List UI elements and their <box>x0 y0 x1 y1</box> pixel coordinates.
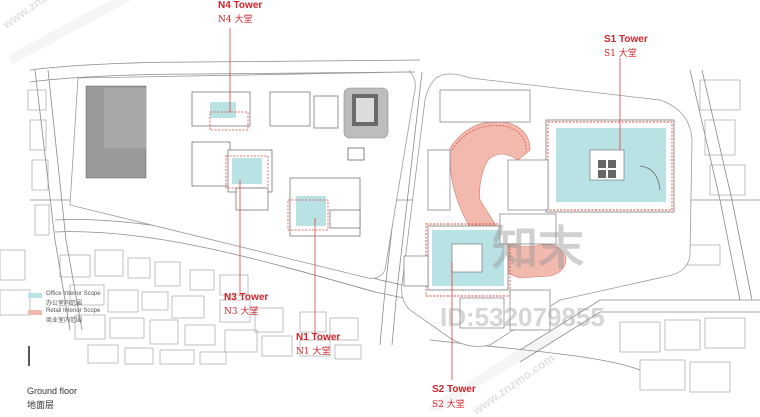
leader-lines <box>229 28 621 380</box>
s1-tower-label: S1 Tower <box>604 34 648 45</box>
s1-tower-sublabel: S1 大堂 <box>604 49 637 59</box>
watermark-logo: 知末 <box>492 222 584 274</box>
n3-building <box>191 141 273 211</box>
n4-tower-label: N4 Tower <box>218 0 263 11</box>
city-blocks-northwest <box>0 89 50 316</box>
watermark-diagonals <box>7 0 563 411</box>
retail-scope-label: Retail Interior Scope <box>46 308 101 314</box>
office-scope-label: Office Interior Scope <box>46 291 101 297</box>
watermark-id: ID:532079855 <box>440 302 605 332</box>
frame-markers <box>28 346 30 366</box>
n3-tower-sublabel: N3 大堂 <box>224 307 259 317</box>
gray-building-west-inner <box>104 88 146 148</box>
retail-scope-swatch <box>28 310 42 315</box>
floor-caption-cn: 地面层 <box>27 400 55 410</box>
s1-building <box>545 119 675 213</box>
s2-tower-label: S2 Tower <box>432 384 476 395</box>
n3-tower-label: N3 Tower <box>224 292 269 303</box>
n4-building <box>191 91 339 131</box>
s2-building <box>403 223 511 297</box>
floor-caption: Ground floor <box>27 386 78 396</box>
n1-building <box>287 177 361 237</box>
office-scope-swatch <box>28 293 42 298</box>
s2-tower-sublabel: S2 大堂 <box>432 400 465 410</box>
retail-scope-outline <box>451 125 527 151</box>
office-scope-label-cn: 办公室内范围 <box>46 301 83 307</box>
n4-tower-sublabel: N4 大堂 <box>218 15 253 25</box>
city-blocks-southwest <box>59 249 362 365</box>
south-podium-buildings <box>427 89 557 331</box>
retail-scope-label-cn: 商业室内范围 <box>46 318 83 324</box>
n1-tower-sublabel: N1 大堂 <box>296 347 331 357</box>
n1-tower-label: N1 Tower <box>296 332 341 343</box>
gray-pavilion-inner <box>356 98 374 122</box>
small-hut <box>347 147 365 161</box>
